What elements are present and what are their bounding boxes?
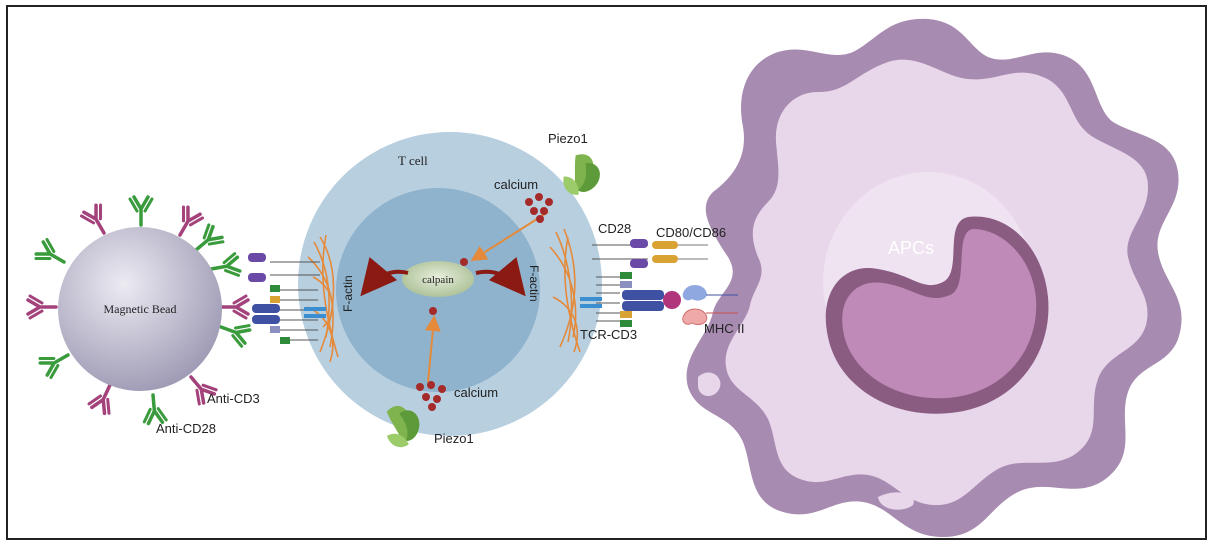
calcium-cluster-bottom	[416, 381, 446, 411]
calpain-arrow-left	[360, 257, 409, 297]
f-actin-left-label: F-actin	[341, 275, 355, 312]
calcium-bottom-label: calcium	[454, 385, 498, 400]
tcr-cd3-label: TCR-CD3	[580, 327, 637, 342]
calcium-influx-arrow-top	[470, 211, 549, 262]
f-actin-left	[307, 234, 339, 363]
cd80-cd86-label: CD80/CD86	[656, 225, 726, 240]
anti-cd28-label: Anti-CD28	[156, 421, 216, 436]
piezo1-top-label: Piezo1	[548, 131, 588, 146]
f-actin-right-label: F-actin	[527, 265, 541, 302]
f-actin-right	[549, 228, 581, 353]
piezo1-bottom-label: Piezo1	[434, 431, 474, 446]
calcium-cluster-top	[525, 193, 553, 223]
calpain	[402, 261, 474, 297]
magnetic-bead-label: Magnetic Bead	[104, 302, 177, 316]
cd28-label: CD28	[598, 221, 631, 236]
magnetic-bead-group: Magnetic Bead Anti-CD3 Anti-CD28	[26, 195, 260, 436]
calpain-label: calpain	[422, 274, 454, 286]
right-synapse-receptors	[580, 239, 738, 327]
diagram-canvas: APCs Magnetic Bead Anti-CD3 Anti-CD28	[26, 18, 1182, 538]
t-cell: T cell F-actin F-actin calpain	[298, 132, 602, 436]
anti-cd3-label: Anti-CD3	[207, 391, 260, 406]
apc-cell: APCs	[686, 18, 1182, 538]
calpain-arrow-right	[475, 257, 526, 297]
calcium-top-label: calcium	[494, 177, 538, 192]
diagram-frame: APCs Magnetic Bead Anti-CD3 Anti-CD28	[6, 5, 1207, 540]
apcs-label: APCs	[888, 238, 934, 258]
left-synapse-receptors	[248, 253, 326, 344]
mhc-ii-label: MHC II	[704, 321, 744, 336]
t-cell-label: T cell	[398, 153, 428, 168]
calcium-influx-arrow-bottom	[424, 315, 441, 383]
magnetic-bead	[58, 227, 222, 391]
